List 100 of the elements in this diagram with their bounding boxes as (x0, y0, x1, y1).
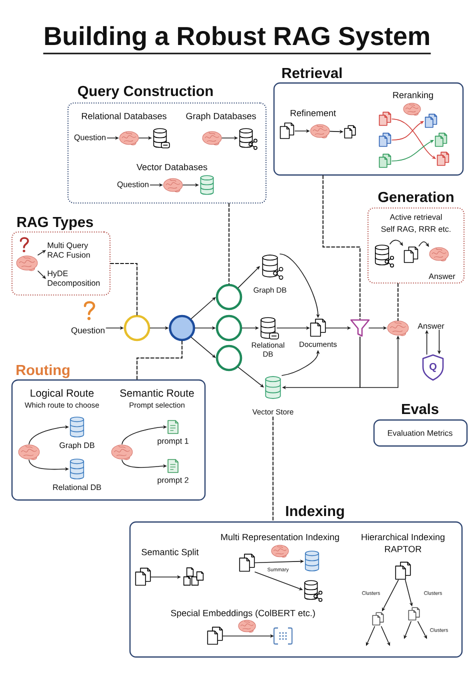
documents-icon (408, 607, 420, 620)
brain-icon (18, 444, 40, 460)
arrow (366, 626, 376, 646)
arrow (280, 254, 320, 318)
documents-icon (378, 112, 392, 126)
step-circle (216, 344, 242, 372)
node-label: prompt 1 (158, 438, 188, 446)
subheading: Multi Representation Indexing (221, 534, 339, 542)
subheading: Reranking (393, 92, 433, 100)
brain-icon (163, 178, 183, 192)
brain-icon (111, 444, 133, 460)
arrow (382, 580, 399, 612)
dashed-line (322, 175, 360, 320)
database-icon (200, 175, 214, 195)
subheading: Semantic Route (120, 389, 194, 397)
documents-icon (395, 562, 411, 580)
section-heading: Routing (16, 364, 70, 378)
subheading: Logical Route (30, 389, 94, 399)
arrow (392, 121, 424, 140)
shield-badge: Q (422, 354, 444, 381)
arrow (418, 241, 429, 247)
documents-icon (378, 154, 392, 168)
database-icon (153, 128, 170, 148)
subheading: Hierarchical Indexing (362, 534, 444, 542)
step-circle (216, 284, 242, 310)
subheading: Relational Databases (82, 112, 166, 120)
section-heading: Generation (378, 192, 454, 202)
question-text: Question (71, 327, 104, 335)
step-circle (216, 314, 242, 342)
arrow (390, 240, 403, 246)
title: Building a Robust RAG System (45, 26, 429, 50)
database-icon (239, 128, 258, 150)
database-icon (374, 244, 394, 268)
dashed-line (136, 340, 182, 380)
subheading: Evaluation Metrics (388, 430, 452, 436)
dashed-line (110, 263, 138, 316)
document-stack-icon (183, 567, 204, 586)
arrow (392, 118, 436, 159)
question-text: Question (117, 181, 148, 189)
step-circle (168, 314, 196, 342)
documents-icon (344, 125, 356, 138)
brain-icon (310, 124, 330, 138)
subheading: Vector Databases (136, 164, 208, 170)
arrow (380, 626, 390, 646)
arrow (28, 425, 69, 444)
documents-icon (378, 132, 392, 147)
dashed-line (272, 416, 274, 522)
subheading: Graph Databases (186, 112, 256, 122)
question-text: Question (74, 134, 106, 142)
arrow (404, 621, 412, 639)
section-heading: RAG Types (17, 216, 93, 230)
brain-icon (202, 131, 222, 146)
arrow (190, 336, 216, 358)
note-text: Active retrieval (390, 214, 442, 220)
documents-icon (135, 568, 151, 586)
subheading: Semantic Split (142, 548, 199, 558)
embedding-icon (274, 628, 292, 644)
documents-icon (424, 114, 438, 128)
brain-icon (119, 131, 139, 146)
subheading: Refinement (290, 110, 336, 116)
documents-icon (280, 122, 294, 139)
node-label: prompt 2 (158, 477, 188, 484)
arrow (330, 130, 344, 134)
arrow (404, 580, 413, 606)
section-heading: Retrieval (282, 68, 342, 78)
arrow (38, 270, 46, 279)
brain-icon (387, 320, 409, 336)
subheading: Special Embeddings (ColBERT etc.) (170, 610, 315, 618)
dashed-line (228, 203, 230, 284)
documents-icon (436, 152, 450, 166)
documents-icon (434, 132, 448, 147)
subheading: RAPTOR (385, 546, 422, 552)
node-label: Relational DB (53, 484, 101, 490)
documents-icon (372, 612, 384, 626)
arrow (254, 560, 304, 564)
section-heading: Evals (402, 404, 438, 414)
section-heading: Indexing (286, 506, 344, 520)
note-text: Self RAG, RRR etc. (381, 226, 450, 233)
arrow (238, 266, 260, 288)
database-icon (304, 580, 322, 602)
arrow (122, 425, 167, 444)
funnel-icon (350, 319, 370, 337)
answer-text: Answer (418, 323, 444, 329)
section-heading: Query Construction (78, 86, 213, 99)
database-icon (304, 550, 320, 572)
arrow (238, 366, 264, 388)
step-circle (124, 314, 150, 342)
documents-icon (207, 626, 223, 645)
documents-icon (239, 554, 255, 572)
documents-icon (404, 246, 418, 263)
brain-icon (16, 256, 38, 271)
arrow (418, 621, 427, 639)
arrow (190, 297, 216, 320)
arrow (254, 572, 303, 590)
node-label: Graph DB (60, 442, 94, 450)
arrow (392, 140, 434, 162)
arrow (122, 460, 167, 468)
node-caption: Answer (428, 274, 456, 280)
arrow (38, 250, 46, 256)
technique-text: HyDE Decomposition (48, 270, 100, 288)
